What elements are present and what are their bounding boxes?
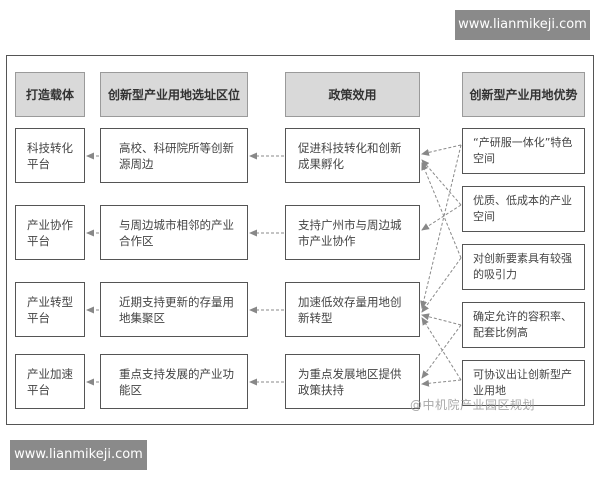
advantage-label: 对创新要素具有较强的吸引力 [473, 252, 572, 281]
policy-label: 为重点发展地区提供政策扶持 [298, 366, 402, 397]
advantage-box: “产研服一体化”特色空间 [462, 128, 585, 174]
arrow [420, 144, 462, 309]
arrow [421, 204, 462, 231]
advantage-box: 可协议出让创新型产业用地 [462, 360, 585, 406]
arrow [421, 313, 462, 326]
carrier-box: 产业协作平台 [15, 205, 85, 260]
site-url-badge-bottom: www.lianmikeji.com [10, 440, 147, 470]
watermark: @中机院产业园区规划 [410, 398, 536, 412]
policy-box: 为重点发展地区提供政策扶持 [285, 354, 420, 409]
arrow [421, 379, 462, 387]
policy-label: 促进科技转化和创新成果孵化 [298, 140, 402, 171]
policy-label: 支持广州市与周边城市产业协作 [298, 217, 402, 248]
carrier-label: 产业转型平台 [27, 294, 73, 325]
carrier-label: 产业加速平台 [27, 366, 73, 397]
carrier-box: 产业加速平台 [15, 354, 85, 409]
location-box: 与周边城市相邻的产业合作区 [100, 205, 248, 260]
policy-box: 加速低效存量用地创新转型 [285, 282, 420, 337]
carrier-label: 产业协作平台 [27, 217, 73, 248]
carrier-label: 科技转化平台 [27, 140, 73, 171]
diagram-frame [6, 55, 594, 425]
carrier-box: 产业转型平台 [15, 282, 85, 337]
arrow [421, 159, 462, 206]
location-label: 重点支持发展的产业功能区 [119, 366, 234, 397]
header-advantage: 创新型产业用地优势 [462, 72, 585, 117]
header-policy: 政策效用 [285, 72, 420, 117]
header-carrier: 打造载体 [15, 72, 85, 117]
location-box: 高校、科研院所等创新源周边 [100, 128, 248, 183]
policy-box: 促进科技转化和创新成果孵化 [285, 128, 420, 183]
advantage-label: “产研服一体化”特色空间 [473, 136, 573, 165]
policy-box: 支持广州市与周边城市产业协作 [285, 205, 420, 260]
advantage-box: 确定允许的容积率、配套比例高 [462, 302, 585, 348]
arrow [421, 317, 462, 381]
location-label: 近期支持更新的存量用地集聚区 [119, 294, 234, 325]
carrier-box: 科技转化平台 [15, 128, 85, 183]
advantage-label: 优质、低成本的产业空间 [473, 194, 572, 223]
location-label: 与周边城市相邻的产业合作区 [119, 217, 234, 248]
advantage-label: 可协议出让创新型产业用地 [473, 368, 572, 397]
arrow [421, 144, 462, 156]
arrow [421, 257, 462, 313]
advantage-box: 优质、低成本的产业空间 [462, 186, 585, 232]
location-box: 重点支持发展的产业功能区 [100, 354, 248, 409]
arrow [421, 162, 462, 259]
location-label: 高校、科研院所等创新源周边 [119, 140, 234, 171]
arrow [421, 324, 462, 379]
advantage-label: 确定允许的容积率、配套比例高 [473, 310, 572, 339]
advantage-box: 对创新要素具有较强的吸引力 [462, 244, 585, 290]
site-url-badge-top: www.lianmikeji.com [455, 10, 590, 40]
header-location: 创新型产业用地选址区位 [100, 72, 248, 117]
policy-label: 加速低效存量用地创新转型 [298, 294, 402, 325]
location-box: 近期支持更新的存量用地集聚区 [100, 282, 248, 337]
